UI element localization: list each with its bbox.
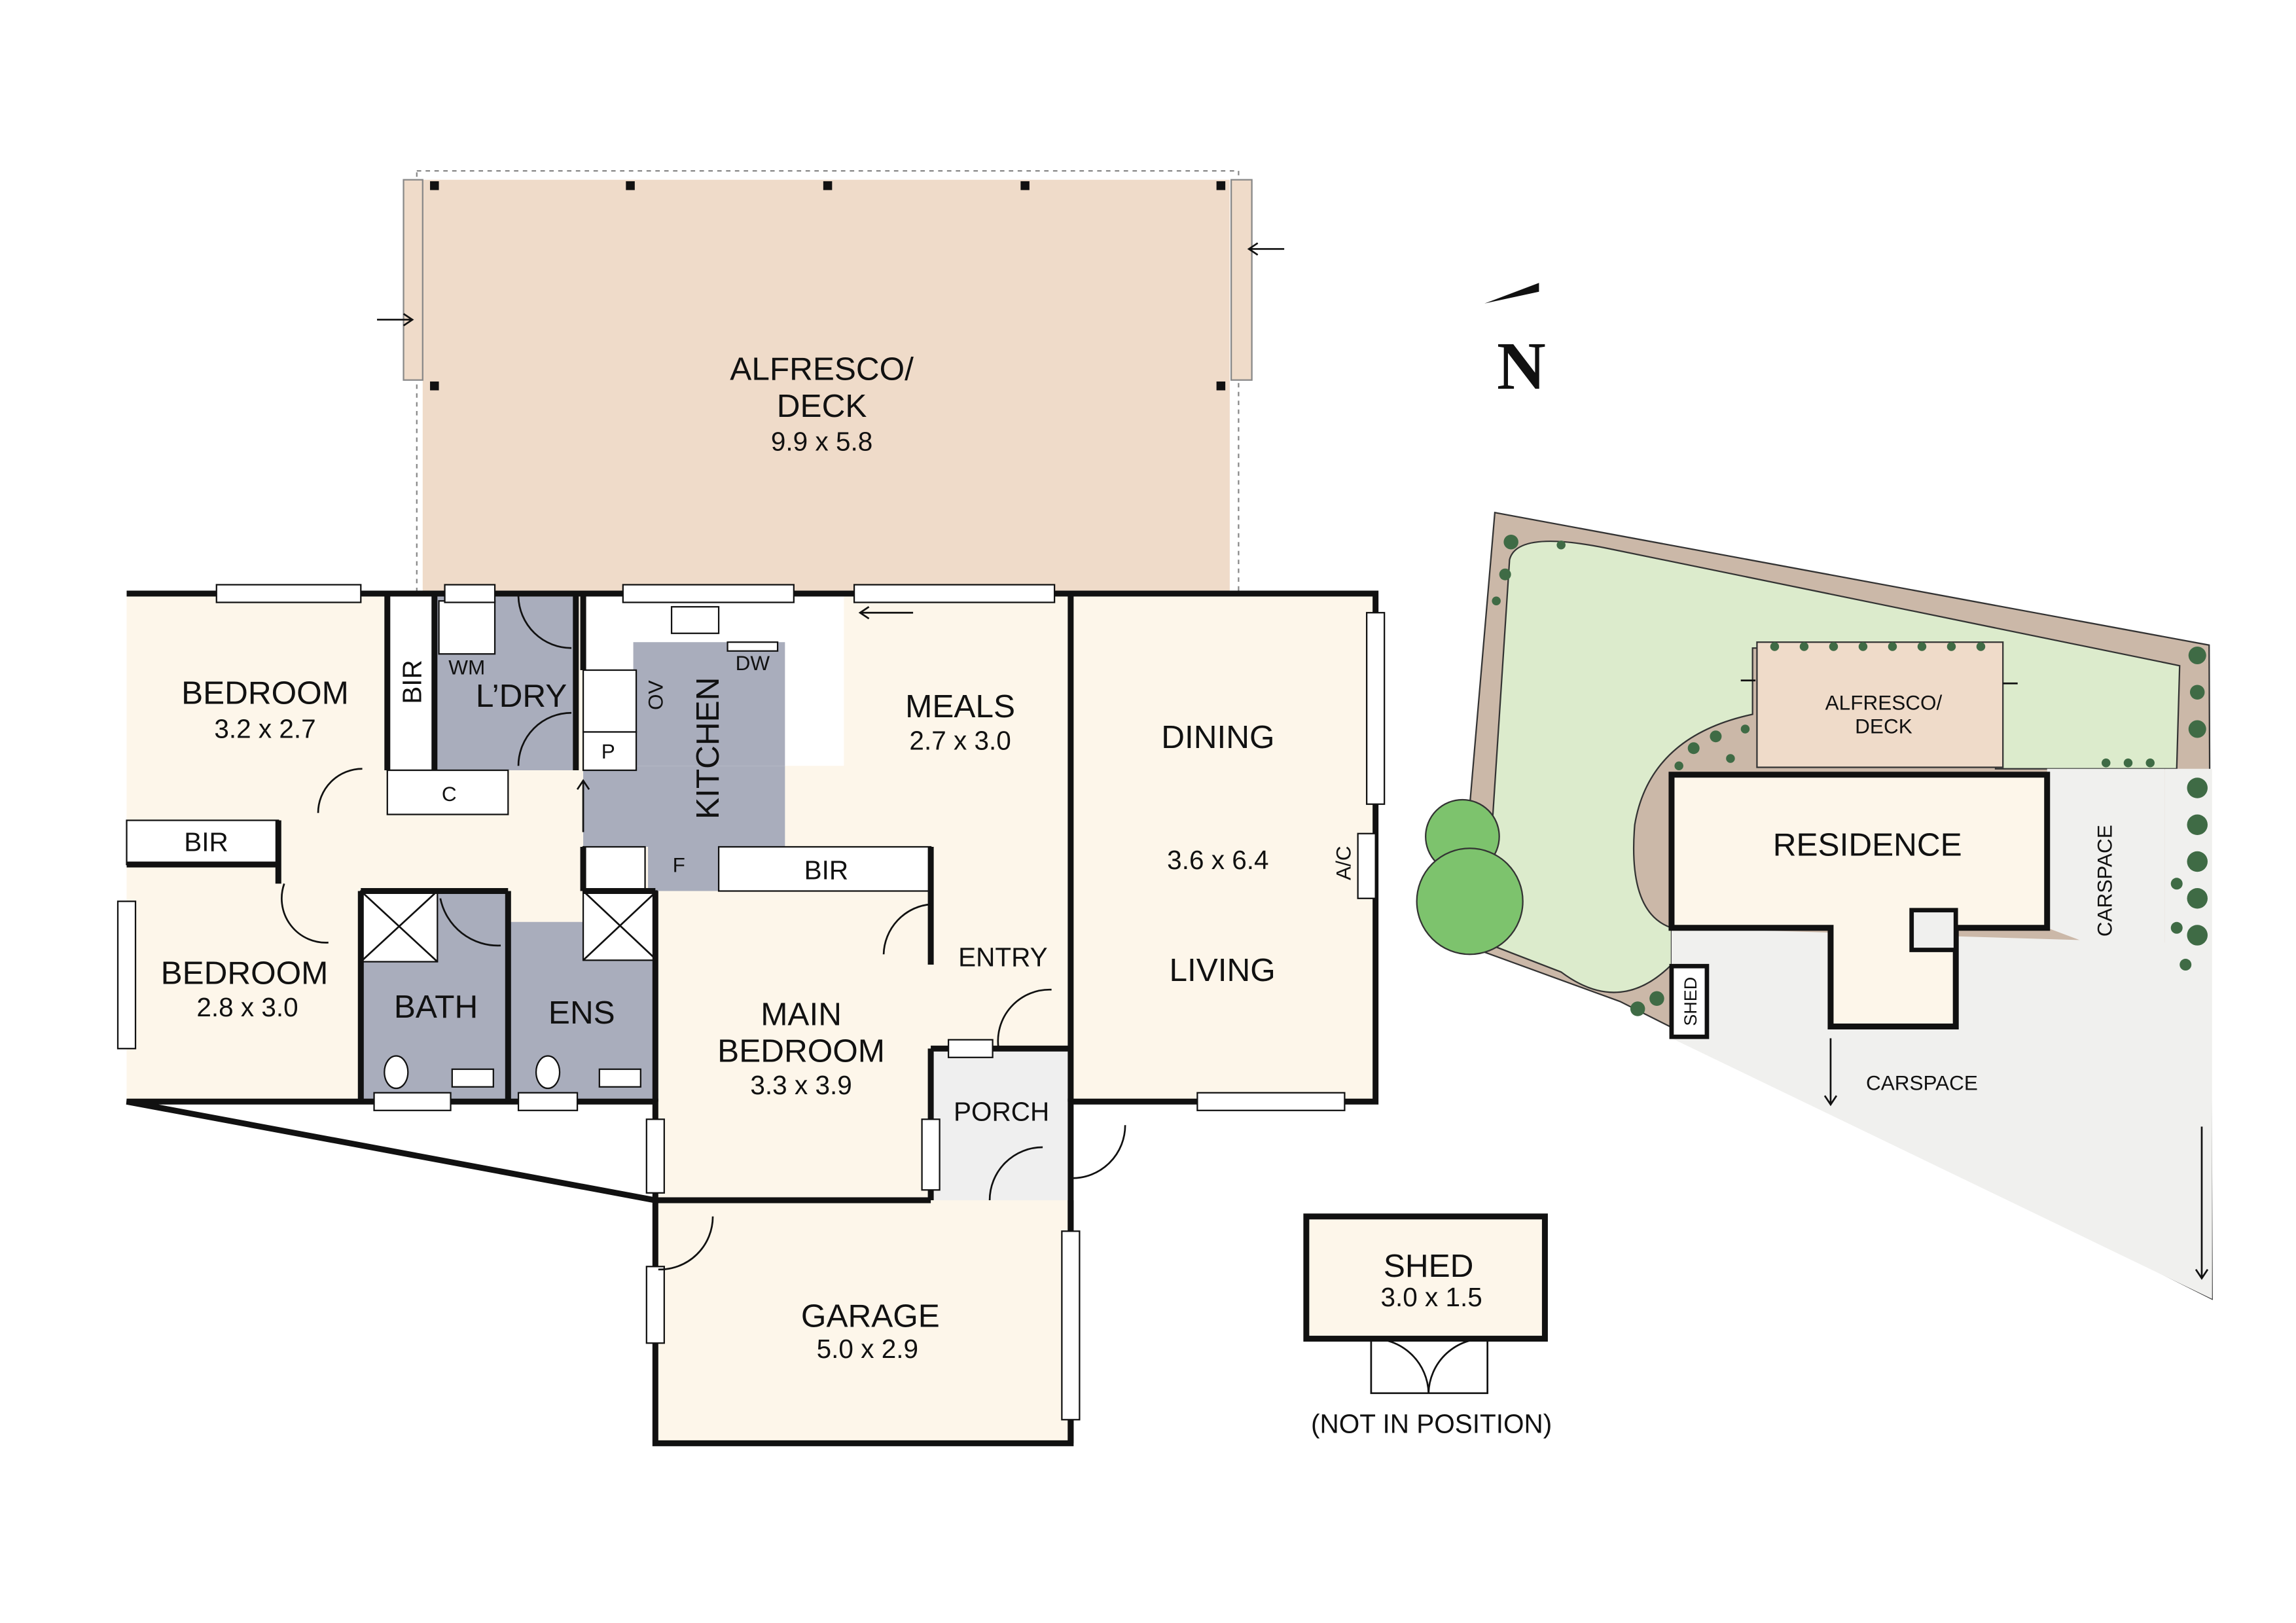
meals-size: 2.7 x 3.0: [909, 725, 1011, 755]
bath-name: BATH: [394, 989, 478, 1025]
entry-name: ENTRY: [958, 942, 1048, 972]
shed-note: (NOT IN POSITION): [1311, 1409, 1552, 1439]
garage-name: GARAGE: [801, 1298, 940, 1334]
carspace-front-label: CARSPACE: [1866, 1071, 1978, 1094]
walls: [117, 584, 1386, 1446]
pantry-label: P: [601, 740, 615, 763]
ac-label: A/C: [1331, 846, 1355, 880]
shed-size: 3.0 x 1.5: [1380, 1282, 1482, 1312]
cupboard-label: C: [442, 782, 457, 806]
oven-label: OV: [644, 680, 668, 710]
dishwasher-label: DW: [736, 651, 770, 675]
washing-machine-label: WM: [448, 656, 485, 679]
site-plan: ALFRESCO/ DECK RESIDENCE CARSPACE SHED C…: [1416, 511, 2213, 1300]
site-alfresco-label: ALFRESCO/: [1825, 691, 1943, 715]
main-bedroom-name-2: BEDROOM: [717, 1033, 885, 1069]
living-name: LIVING: [1169, 952, 1275, 988]
bedroom2-name: BEDROOM: [181, 675, 349, 711]
alfresco-name-2: DECK: [777, 388, 867, 424]
kitchen-name: KITCHEN: [690, 677, 726, 819]
ensuite-name: ENS: [548, 995, 615, 1031]
north-label: N: [1497, 329, 1546, 404]
site-deck-label: DECK: [1855, 715, 1912, 738]
dining-living-size: 3.6 x 6.4: [1167, 845, 1268, 875]
dining-name: DINING: [1161, 719, 1274, 755]
room-labels: ALFRESCO/ DECK 9.9 x 5.8 BEDROOM 3.2 x 2…: [161, 351, 1355, 1364]
meals-name: MEALS: [905, 688, 1015, 724]
alfresco-name: ALFRESCO/: [730, 351, 914, 387]
garage-size: 5.0 x 2.9: [817, 1334, 918, 1364]
room-fills: [126, 592, 1376, 1444]
main-bedroom-name: MAIN: [761, 996, 842, 1032]
shed: SHED 3.0 x 1.5 (NOT IN POSITION): [1303, 1213, 1552, 1439]
shed-name: SHED: [1384, 1248, 1474, 1284]
tree-icon: [1416, 798, 1524, 955]
residence-label: RESIDENCE: [1773, 827, 1962, 863]
bedroom2-size: 3.2 x 2.7: [214, 713, 315, 743]
bedroom3-size: 2.8 x 3.0: [196, 992, 298, 1022]
alfresco-size: 9.9 x 5.8: [771, 427, 872, 457]
bir-label: BIR: [804, 855, 849, 885]
alfresco-deck: [377, 170, 1285, 595]
bedroom3-name: BEDROOM: [161, 955, 329, 991]
site-shed-label: SHED: [1681, 977, 1700, 1026]
bir-label: BIR: [184, 827, 228, 857]
main-bedroom-size: 3.3 x 3.9: [750, 1070, 852, 1100]
fridge-label: F: [673, 853, 685, 876]
north-arrow-icon: N: [1484, 283, 1546, 404]
bir-label: BIR: [397, 660, 427, 704]
porch-name: PORCH: [954, 1097, 1049, 1127]
carspace-side-label: CARSPACE: [2093, 825, 2117, 936]
laundry-name: L’DRY: [476, 678, 567, 714]
